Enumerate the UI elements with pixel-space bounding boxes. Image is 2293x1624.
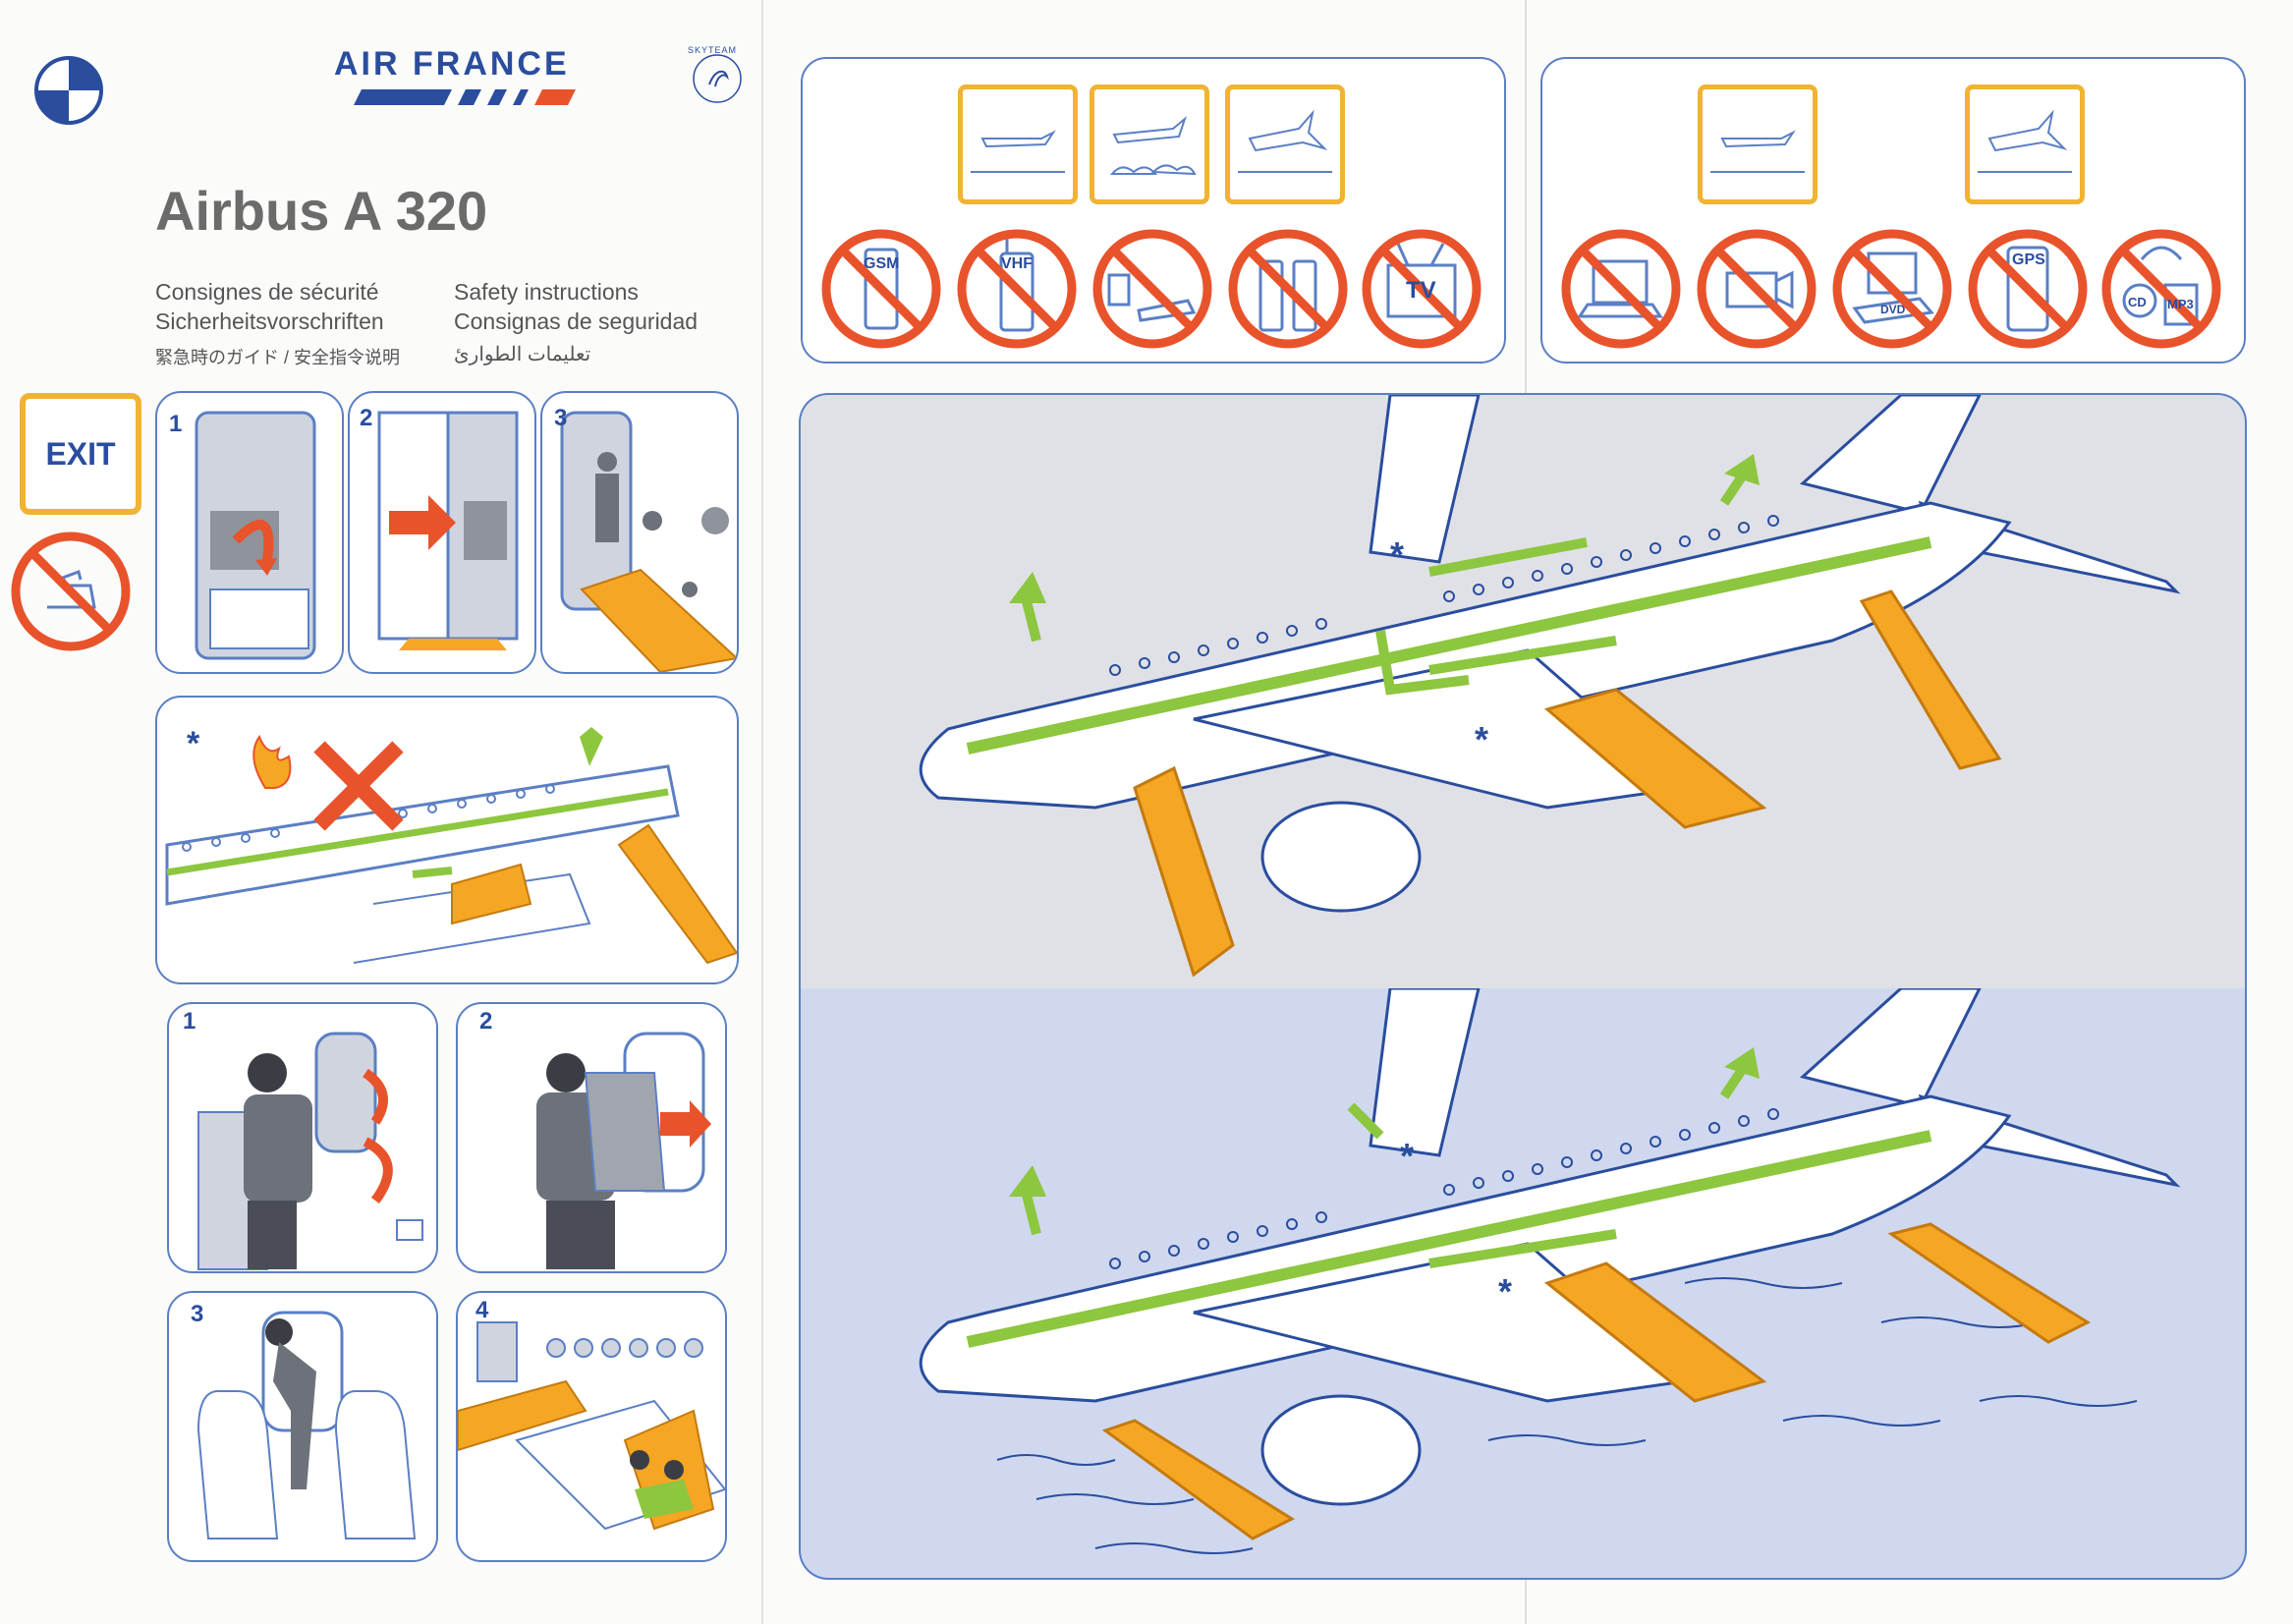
no-gsm-label: GSM	[864, 255, 900, 272]
alliance-name: SKYTEAM	[688, 45, 738, 55]
title-fr: Consignes de sécurité	[155, 279, 379, 305]
step-number: 1	[169, 411, 183, 437]
water-evacuation-diagram: * *	[799, 988, 2247, 1580]
title-ar: تعليمات الطوارئ	[454, 344, 591, 365]
fold-line	[761, 0, 763, 1624]
no-walkie-talkie-icon	[1225, 226, 1351, 352]
asterisk-marker: *	[1390, 534, 1405, 575]
step-number: 2	[479, 1008, 493, 1035]
no-gsm-icon: GSM	[818, 226, 944, 352]
fire-exit-diagram: *	[155, 696, 739, 984]
no-camcorder-icon	[1694, 226, 1819, 352]
allowed-taxi-icon	[958, 84, 1078, 204]
step-number: 3	[554, 405, 568, 431]
no-rc-car-icon	[1090, 226, 1215, 352]
door-step-1: 1	[155, 391, 344, 674]
no-vhf-icon: VHF	[954, 226, 1080, 352]
airline-name: AIR FRANCE	[334, 45, 570, 83]
exit-sign: EXIT	[20, 393, 141, 515]
no-tv-icon: TV	[1359, 226, 1484, 352]
allowed-taxi-icon	[1698, 84, 1818, 204]
step-number: 2	[360, 405, 373, 431]
no-gps-icon: GPS	[1965, 226, 2091, 352]
overwing-step-2: 2	[456, 1002, 727, 1273]
door-step-3: 3	[540, 391, 739, 674]
aircraft-title: Airbus A 320	[155, 180, 488, 242]
allowed-landing-icon	[1965, 84, 2085, 204]
no-dvd-player-icon: DVD	[1829, 226, 1955, 352]
no-dvd-label: DVD	[1880, 303, 1906, 316]
airline-logo: AIR FRANCE	[334, 45, 580, 107]
title-en: Safety instructions	[454, 279, 639, 305]
title-de: Sicherheitsvorschriften	[155, 308, 384, 334]
brand-stripes-icon	[354, 89, 576, 105]
overwing-step-3: 3	[167, 1291, 438, 1562]
no-luggage-icon	[8, 529, 134, 654]
step-number: 1	[183, 1008, 196, 1035]
land-evacuation-diagram: * *	[799, 393, 2247, 990]
title-ja-zh: 緊急時のガイド / 安全指令说明	[155, 348, 401, 367]
door-step-2: 2	[348, 391, 536, 674]
no-laptop-icon	[1558, 226, 1684, 352]
allowed-landing-icon	[1225, 84, 1345, 204]
asterisk-marker: *	[1475, 719, 1489, 759]
devices-panel-left: GSM VHF TV	[801, 57, 1506, 364]
title-es: Consignas de seguridad	[454, 308, 699, 334]
allowed-cruise-icon	[1090, 84, 1209, 204]
devices-panel-right: DVD GPS CD MP3	[1540, 57, 2246, 364]
round-logo-icon	[33, 55, 104, 126]
skyteam-logo-icon: SKYTEAM	[688, 45, 747, 108]
no-cd-label: CD	[2128, 295, 2147, 309]
no-mp3-label: MP3	[2167, 297, 2194, 311]
asterisk-marker: *	[1400, 1136, 1415, 1176]
no-gps-label: GPS	[2012, 252, 2045, 268]
step-number: 4	[475, 1297, 489, 1323]
no-vhf-label: VHF	[1001, 255, 1033, 272]
step-number: 3	[191, 1301, 204, 1327]
asterisk-marker: *	[1498, 1271, 1513, 1312]
exit-label: EXIT	[45, 435, 116, 472]
no-tv-label: TV	[1406, 277, 1436, 304]
overwing-step-1: 1	[167, 1002, 438, 1273]
no-cd-mp3-icon: CD MP3	[2098, 226, 2224, 352]
overwing-step-4: 4	[456, 1291, 727, 1562]
asterisk-marker: *	[187, 725, 200, 762]
